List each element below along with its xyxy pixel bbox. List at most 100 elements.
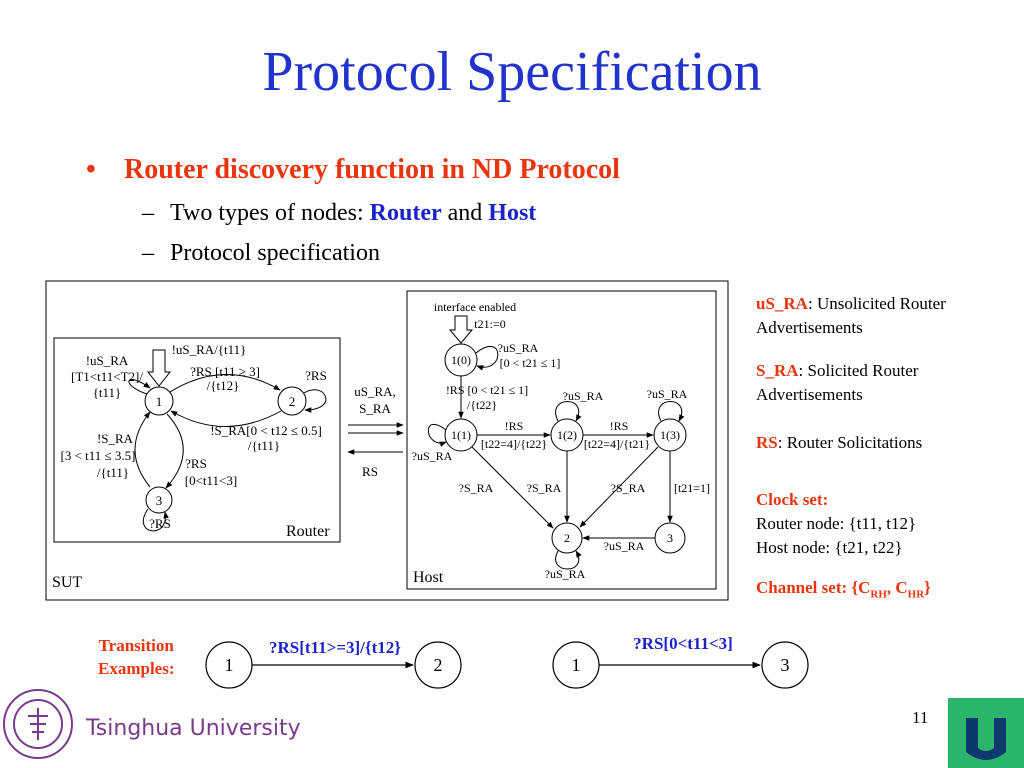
r-13a: !S_RA: [97, 431, 134, 446]
legend-rs-key: RS: [756, 433, 778, 452]
legend-sra-key: S_RA: [756, 361, 799, 380]
r-31a: ?RS: [185, 456, 207, 471]
router-state-3-label: 3: [156, 493, 163, 508]
router-edge-1-3-left: [134, 411, 151, 488]
host-state-1-1-label: 1(1): [451, 428, 471, 442]
slide-title: Protocol Specification: [262, 41, 762, 103]
ch-top2: S_RA: [359, 401, 391, 416]
legend-rs-desc: : Router Solicitations: [777, 433, 923, 452]
host-label: Host: [413, 569, 444, 586]
legend-sra: S_RA: Solicited Router Advertisements: [756, 359, 976, 407]
router-loop-1: [128, 379, 151, 395]
sub2-text: Protocol specification: [170, 240, 380, 266]
ex1-to-label: 2: [434, 655, 443, 675]
legend-rs: RS: Router Solicitations: [756, 431, 996, 455]
page-number: 11: [912, 708, 929, 727]
h-2loop: ?uS_RA: [545, 567, 586, 581]
university-name: Tsinghua University: [86, 716, 301, 741]
h-10loop2: [0 < t21 ≤ 1]: [500, 356, 561, 370]
sub-bullet-node-types: –Two types of nodes: Router and Host: [142, 200, 537, 226]
router-label: Router: [286, 523, 330, 540]
channel-set: Channel set: {CRH, CHR}: [756, 576, 1006, 606]
back-arrow-icon[interactable]: [948, 698, 1024, 768]
channel-hr: HR: [907, 588, 925, 601]
r-31b: [0<t11<3]: [185, 473, 237, 488]
bullet-router-discovery: • Router discovery function in ND Protoco…: [86, 154, 620, 186]
router-state-3: [145, 486, 173, 514]
h-init1: interface enabled: [434, 300, 516, 314]
host-loop-1-2: [555, 401, 582, 422]
sut-label: SUT: [52, 574, 82, 591]
sub1-and: and: [441, 200, 489, 226]
bullet-text: Router discovery function in ND Protocol: [124, 154, 620, 185]
university-seal-icon: [3, 689, 73, 759]
host-state-1-3-label: 1(3): [660, 428, 680, 442]
host-state-1-0-label: 1(0): [451, 353, 471, 367]
r-12b: /{t12}: [207, 378, 240, 393]
h-init2: t21:=0: [474, 317, 505, 331]
r-21a: !S_RA[0 < t12 ≤ 0.5]: [210, 423, 322, 438]
h-1011b: /{t22}: [467, 398, 497, 412]
clock-host: Host node: {t21, t22}: [756, 538, 903, 557]
h-11to2: ?S_RA: [459, 481, 494, 495]
router-edge-1-3-right: [165, 413, 184, 489]
legend-usra-desc: : Unsolicited Router Advertisements: [756, 294, 946, 337]
r-2loop: ?RS: [305, 368, 327, 383]
sut-frame: [45, 280, 729, 601]
h-12loop: ?uS_RA: [563, 389, 604, 403]
transition-examples-label: Transition Examples:: [98, 634, 175, 680]
channel-prefix: Channel set: {C: [756, 578, 871, 597]
ex2-transition-label: ?RS[0<t11<3]: [633, 634, 733, 653]
h-3to2: ?uS_RA: [604, 539, 645, 553]
host-state-1-2-label: 1(2): [557, 428, 577, 442]
host-loop-1-1: [427, 423, 447, 447]
h-1011a: !RS [0 < t21 ≤ 1]: [446, 383, 528, 397]
transition-label-line1: Transition: [98, 636, 174, 655]
ex2-to-label: 3: [781, 655, 790, 675]
ex2-state-to: [761, 641, 809, 689]
r-3loop: ?RS: [149, 516, 171, 531]
r-left3: {t11}: [93, 385, 122, 400]
router-loop-3: [142, 508, 169, 532]
r-top-label: !uS_RA/{t11}: [172, 342, 247, 357]
r-21b: /{t11}: [248, 438, 280, 453]
host-frame: [406, 290, 717, 590]
host-loop-1-0: [475, 345, 499, 371]
host-loop-2: [555, 550, 582, 570]
r-13b: [3 < t11 ≤ 3.5]: [60, 448, 135, 463]
legend-sra-desc: : Solicited Router Advertisements: [756, 361, 919, 404]
router-initial-arrow: [146, 349, 172, 387]
host-initial-arrow: [448, 315, 474, 344]
h-1213a: !RS: [610, 419, 629, 433]
clock-set-title: Clock set:: [756, 490, 829, 509]
h-13loop: ?uS_RA: [647, 387, 688, 401]
router-edge-2-1: [170, 410, 282, 427]
host-edge-11-2: [471, 446, 554, 529]
sub1-host: Host: [488, 200, 537, 226]
router-state-1: [144, 386, 174, 416]
clock-set: Clock set: Router node: {t11, t12} Host …: [756, 488, 996, 560]
router-frame: [53, 337, 341, 543]
ch-bot: RS: [362, 464, 378, 479]
h-13to3: [t21=1]: [674, 481, 710, 495]
bullet-dot: •: [86, 154, 96, 185]
transition-label-line2: Examples:: [98, 659, 175, 678]
router-loop-2: [303, 389, 327, 413]
ex1-transition-label: ?RS[t11>=3]/{t12}: [269, 638, 401, 657]
channel-suffix: }: [924, 578, 931, 597]
h-12to2: ?S_RA: [527, 481, 562, 495]
r-left2: [T1<t11<T2]/: [71, 369, 143, 384]
h-10loop1: ?uS_RA: [498, 341, 539, 355]
sub1-prefix: Two types of nodes:: [170, 200, 370, 226]
h-11loop: ?uS_RA: [412, 449, 453, 463]
host-state-2: [551, 522, 583, 554]
ex1-state-to: [414, 641, 462, 689]
channel-mid: , C: [886, 578, 908, 597]
host-loop-1-3: [658, 401, 685, 422]
host-edge-13-2: [579, 446, 659, 528]
clock-router: Router node: {t11, t12}: [756, 514, 917, 533]
host-state-3-label: 3: [667, 531, 673, 545]
h-1213b: [t22=4]/{t21}: [584, 437, 650, 451]
ex2-from-label: 1: [572, 655, 581, 675]
